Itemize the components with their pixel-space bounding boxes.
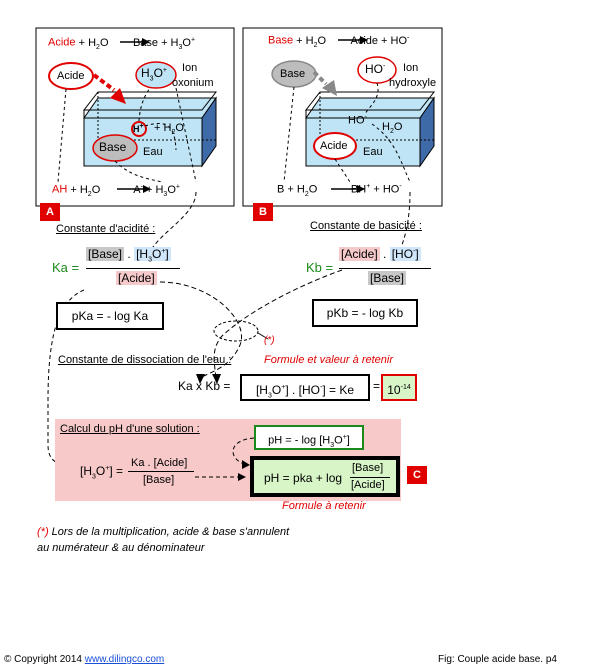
h3o-bubble-a [135,61,177,89]
badge-a: A [40,203,60,221]
h2o-tank-a: + H2O [154,122,184,137]
footnote-line-2: au numérateur & au dénominateur [37,542,205,554]
footer-copyright: © Copyright 2014 www.dilingco.com [4,654,164,666]
ka-num-base: [Base] [86,247,125,261]
ka-den-acid: [Acide] [116,271,157,285]
ho-bubble-label: HO- [365,62,386,76]
reaction-rest-bottom: + H2O A- + H3O+ [70,183,180,198]
panel-b-reaction-top: Base + H2O Acide + HO- [268,34,409,50]
ke-equals: = [373,379,381,393]
ke-value-box: 10-14 [381,374,417,401]
pkb-box: pKb = - log Kb [312,299,418,327]
ah-word: AH [52,183,68,196]
water-title: Constante de dissociation de l'eau : [58,354,232,366]
copyright-text: © Copyright 2014 [4,654,82,665]
acid-bubble-a [48,62,94,90]
badge-b: B [253,203,273,221]
kb-numerator: [Acide] . [HO-] [339,247,421,262]
ion-label-b-1: Ion [403,62,419,74]
ion-label-a-2: oxonium [172,77,214,89]
arrow-down-a [110,88,126,104]
ka-numerator: [Base] . [H3O+] [86,247,171,264]
hh-bar [350,477,390,478]
retain-note: Formule et valeur à retenir [264,354,393,366]
base-bubble-label: Base [99,140,127,154]
acid-bubble-b-label: Acide [320,140,348,152]
asterisk-note: (*) [264,335,275,346]
h3o-lhs: [H3O+] = [80,464,124,481]
hh-num: [Base] [352,462,384,474]
footer-caption: Fig: Couple acide base. p4 [438,654,557,665]
reaction-base-word: Base [268,34,294,47]
kb-denominator: [Base] [368,271,407,286]
acidity-title: Constante d'acidité : [56,223,156,235]
retain-formula: Formule à retenir [282,500,366,512]
h3o-frac-den: [Base] [143,474,175,486]
reaction-rest-b: + H2O Acide + HO- [296,34,410,49]
pka-box: pKa = - log Ka [56,302,164,330]
basicity-title: Constante de basicité : [310,220,422,232]
site-link[interactable]: www.dilingco.com [84,654,165,665]
ho-tank-b: HO- [348,114,367,127]
h-plus-label: H+ [133,123,144,134]
acid-bubble-label: Acide [57,70,85,82]
reaction-rest: + H2O Base + H3O+ [78,36,196,51]
ion-label-b-2: hydroxyle [389,77,437,89]
ion-label-a-1: Ion [182,62,198,74]
h3o-bubble-label: H3O+ [141,66,168,83]
kb-num-acid: [Acide] [339,247,380,261]
kb-num-dot: . [383,247,387,261]
ph-definition-box: pH = - log [H3O+] [254,425,364,450]
h3o-frac-bar [128,471,194,472]
ka-num-h3o: [H3O+] [134,247,171,264]
ph-title: Calcul du pH d'une solution : [60,423,200,435]
ke-expression: [H3O+] . [HO-] = Ke [240,374,370,401]
kb-den-base: [Base] [368,271,407,285]
hh-den: [Acide] [351,479,385,491]
footnote-text: Lors de la multiplication, acide & base … [51,526,290,538]
kb-num-ho: [HO-] [389,247,421,261]
water-label-a: Eau [143,146,163,158]
h-plus-circle [131,121,147,137]
reaction-acid-word: Acide [48,36,76,49]
ka-fraction-bar [86,268,180,269]
water-label-b: Eau [363,146,383,158]
panel-b-reaction-bottom: B + H2O BH+ + HO- [277,183,402,198]
badge-c: C [407,466,427,484]
base-bubble-b-label: Base [280,68,306,80]
kb-label: Kb = [306,260,334,275]
h2o-tank-b: H2O [382,121,403,136]
kb-fraction-bar [339,268,431,269]
h3o-frac-num: Ka . [Acide] [131,457,188,469]
ka-num-dot: . [127,247,131,261]
hh-lhs: pH = pka + log [264,471,343,485]
ka-x-kb: Ka x Kb = [178,379,231,393]
ka-denominator: [Acide] [116,271,157,286]
hh-box: pH = pka + log [Base] [Acide] [250,456,400,497]
panel-a-reaction-top: Acide + H2O Base + H3O+ [48,36,195,52]
panel-a-reaction-bottom: AH + H2O A- + H3O+ [52,183,180,199]
arrow-down-b [322,80,337,96]
footnote-line-1: (*) Lors de la multiplication, acide & b… [37,526,290,538]
ka-label: Ka = [52,260,80,275]
